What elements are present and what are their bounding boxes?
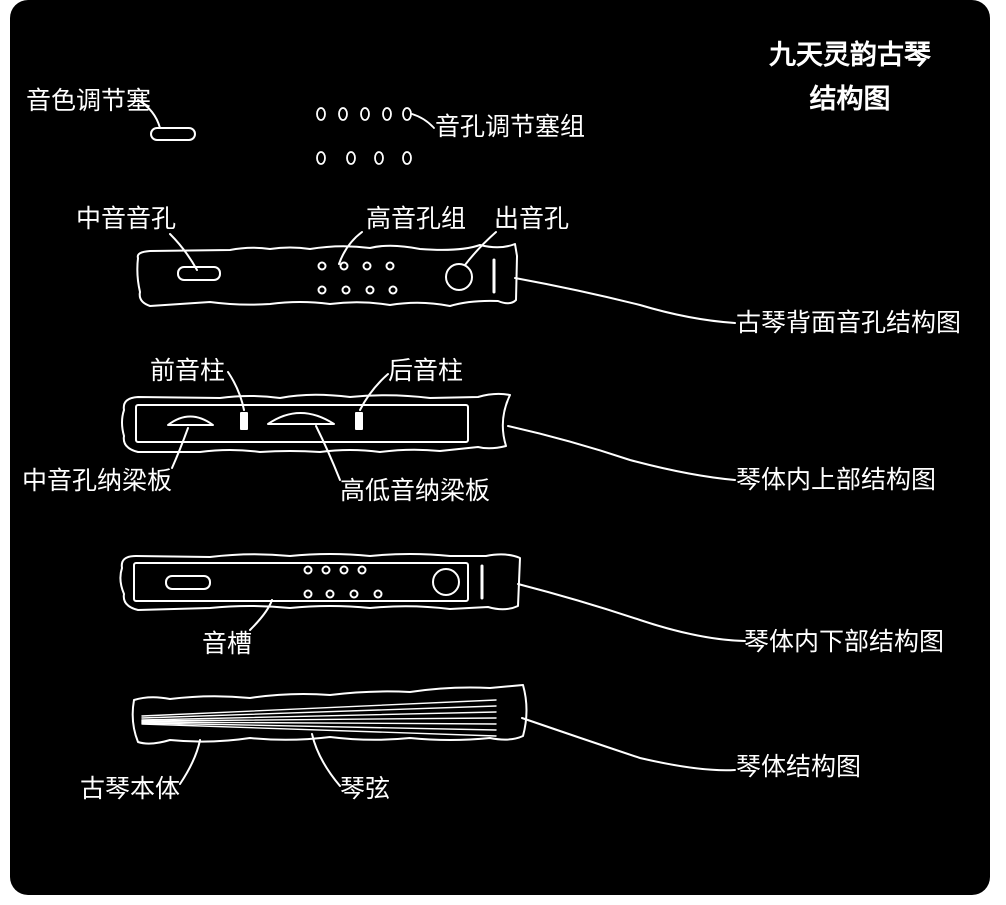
label-mid-hole: 中音音孔 <box>76 204 177 233</box>
label-front-pillar: 前音柱 <box>150 356 226 385</box>
title-line-2: 结构图 <box>809 84 891 115</box>
lower-inner-instrument <box>119 553 746 642</box>
upper-inner-instrument <box>121 371 736 481</box>
label-high-hole-group: 高音孔组 <box>366 204 467 233</box>
label-body-view: 琴体结构图 <box>736 752 862 781</box>
label-lower-inner-view: 琴体内下部结构图 <box>744 627 945 656</box>
body-instrument <box>131 684 736 787</box>
label-hilo-beam: 高低音纳梁板 <box>340 476 491 505</box>
label-sound-outlet: 出音孔 <box>494 204 570 233</box>
diagram-title: 九天灵韵古琴 结构图 <box>750 34 950 122</box>
title-line-1: 九天灵韵古琴 <box>769 40 931 71</box>
diagram-board: 九天灵韵古琴 结构图 音色调节塞 音孔调节塞组 中音音孔 高音孔组 出音孔 古琴… <box>10 0 990 895</box>
hole-plug-group <box>316 107 435 165</box>
label-hole-plug-group: 音孔调节塞组 <box>435 112 586 141</box>
guqin-diagram-drawing <box>119 99 746 787</box>
label-tone-plug: 音色调节塞 <box>26 86 152 115</box>
label-rear-pillar: 后音柱 <box>388 356 464 385</box>
back-view-instrument <box>136 231 736 324</box>
tone-plug <box>137 99 196 141</box>
label-body: 古琴本体 <box>80 774 181 803</box>
label-upper-inner-view: 琴体内上部结构图 <box>736 465 937 494</box>
label-sound-groove: 音槽 <box>202 629 253 658</box>
label-mid-hole-beam: 中音孔纳梁板 <box>22 466 173 495</box>
label-back-view: 古琴背面音孔结构图 <box>736 308 962 337</box>
label-strings: 琴弦 <box>340 774 391 803</box>
